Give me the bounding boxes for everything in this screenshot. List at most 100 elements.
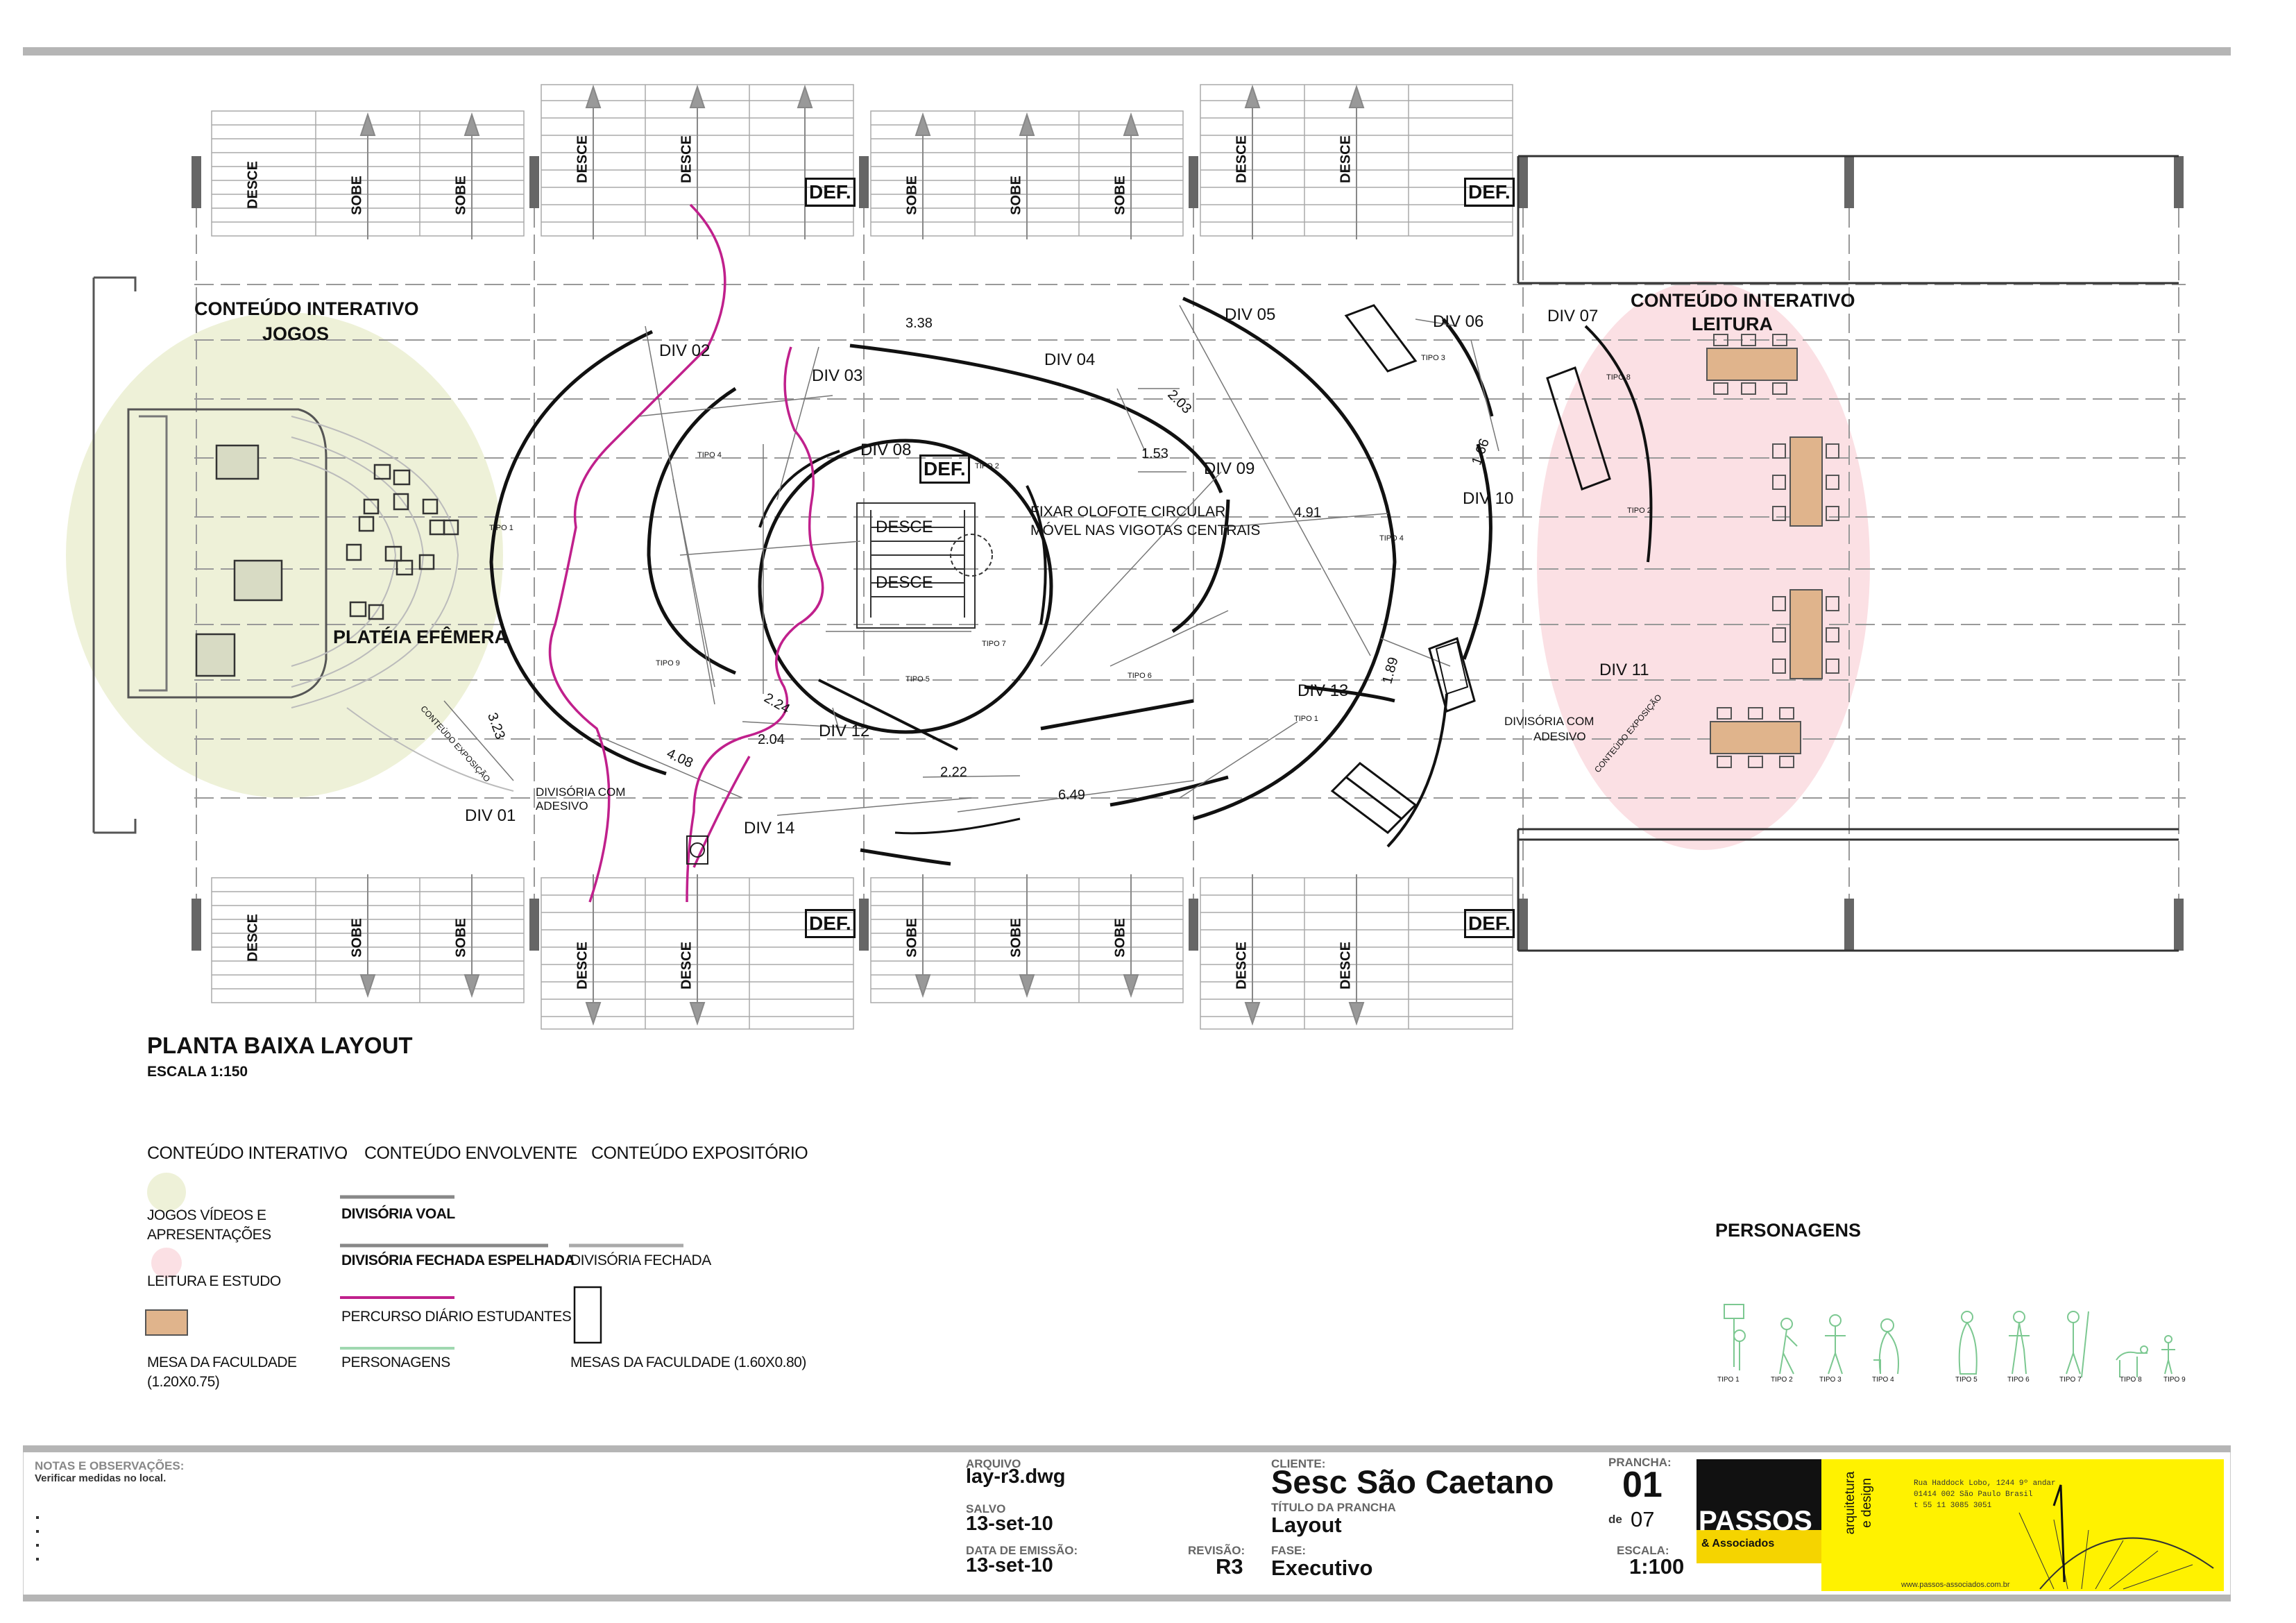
titleblock-frame — [23, 1452, 2231, 1595]
stair-label-desce: DESCE — [245, 914, 261, 962]
revisao-value: R3 — [1216, 1554, 1243, 1579]
arquivo-label: ARQUIVO — [966, 1457, 1021, 1470]
de-label: de — [1608, 1513, 1622, 1526]
div-label: DIV 08 — [860, 441, 912, 459]
legend-mesas-rect — [573, 1286, 602, 1344]
adesivo-note-1: DIVISÓRIA COM — [1504, 715, 1595, 728]
central-stair — [856, 502, 993, 629]
emissao-label: DATA DE EMISSÃO: — [966, 1544, 1078, 1557]
prancha-label: PRANCHA: — [1608, 1456, 1672, 1469]
zone-left-title-1: CONTEÚDO INTERATIVO — [194, 298, 419, 319]
address-line: Rua Haddock Lobo, 1244 9º andar — [1914, 1479, 2056, 1488]
tables-right — [1706, 348, 1823, 754]
logo-side-arquitetura: arquitetura — [1843, 1471, 1857, 1535]
legend-mesa-1: MESA DA FACULDADE — [147, 1354, 297, 1370]
personagens-title: PERSONAGENS — [1715, 1220, 1862, 1241]
chairs-right — [1713, 334, 1839, 768]
zone-right-title-2: LEITURA — [1692, 314, 1773, 334]
right-hall-walls — [1517, 155, 2179, 952]
stair-label-sobe: SOBE — [1112, 918, 1128, 958]
personagem-caption: TIPO 3 — [1819, 1376, 1842, 1384]
top-frame-bar — [23, 47, 2231, 56]
logo-yellow-panel — [1821, 1459, 2224, 1591]
stair-label-desce: DESCE — [679, 135, 695, 183]
legend-header-expositorio: CONTEÚDO EXPOSITÓRIO — [591, 1144, 808, 1163]
legend-separator: . — [342, 1144, 347, 1163]
stair-label-sobe: SOBE — [1008, 918, 1024, 958]
div-label: DIV 03 — [812, 366, 863, 385]
salvo-value: 13-set-10 — [966, 1513, 1053, 1535]
def-box: DEF. — [805, 909, 856, 938]
tipo-label: TIPO 4 — [1379, 534, 1404, 543]
div-label: DIV 05 — [1225, 305, 1276, 324]
div-label: DIV 14 — [744, 819, 795, 838]
escala-value: 1:100 — [1629, 1554, 1685, 1579]
cliente-label: CLIENTE: — [1271, 1457, 1326, 1470]
legend-mesas: MESAS DA FACULDADE (1.60X0.80) — [570, 1354, 806, 1370]
central-stair-desce: DESCE — [876, 518, 933, 536]
fase-label: FASE: — [1271, 1544, 1307, 1557]
legend-pink-dot — [151, 1248, 182, 1278]
personagem-caption: TIPO 2 — [1771, 1376, 1793, 1384]
stair-label-desce: DESCE — [575, 135, 590, 183]
inner-arc-2 — [1026, 485, 1047, 625]
escala-label: ESCALA: — [1617, 1544, 1669, 1557]
central-stair-desce: DESCE — [876, 573, 933, 592]
stair-arrows — [359, 84, 1365, 1026]
legend-jogos-1: JOGOS VÍDEOS E — [147, 1207, 266, 1223]
address-block: Rua Haddock Lobo, 1244 9º andar 01414 00… — [1914, 1478, 2056, 1511]
arquivo-value: lay-r3.dwg — [966, 1465, 1066, 1488]
notes-title: NOTAS E OBSERVAÇÕES: — [35, 1459, 185, 1472]
revisao-label: REVISÃO: — [1188, 1544, 1245, 1557]
legend-header-interativo: CONTEÚDO INTERATIVO — [147, 1144, 348, 1163]
stair-label-sobe: SOBE — [453, 918, 469, 958]
plan-title: PLANTA BAIXA LAYOUT — [147, 1033, 413, 1058]
div-label: DIV 10 — [1463, 489, 1514, 508]
tipo-label: TIPO 7 — [982, 640, 1006, 648]
personagem-caption: TIPO 8 — [2120, 1376, 2142, 1384]
zone-left-title-2: JOGOS — [262, 323, 330, 344]
legend-leitura: LEITURA E ESTUDO — [147, 1273, 281, 1289]
adesivo-note-2: ADESIVO — [1533, 730, 1586, 743]
personagem-caption: TIPO 9 — [2163, 1376, 2186, 1384]
titleblock-top-bar — [23, 1445, 2231, 1452]
stair-label-sobe: SOBE — [1112, 176, 1128, 215]
legend-espelhada: DIVISÓRIA FECHADA ESPELHADA — [341, 1252, 575, 1268]
logo-side-design: e design — [1860, 1478, 1874, 1528]
stair-label-desce: DESCE — [1234, 942, 1250, 989]
de-value: 07 — [1631, 1507, 1655, 1531]
stair-label-desce: DESCE — [245, 161, 261, 209]
div-label: DIV 12 — [819, 722, 870, 740]
dimension: 2.22 — [940, 765, 967, 780]
stair-label-sobe: SOBE — [904, 176, 920, 215]
fixture-note-2: MÓVEL NAS VIGOTAS CENTRAIS — [1030, 522, 1261, 538]
plan-scale: ESCALA 1:150 — [147, 1064, 248, 1080]
zone-stage-label: PLATÉIA EFÊMERA — [333, 627, 509, 647]
plan-figures — [686, 835, 708, 865]
legend-voal: DIVISÓRIA VOAL — [341, 1206, 455, 1222]
titulo-label: TÍTULO DA PRANCHA — [1271, 1501, 1396, 1514]
fixture-note-1: FIXAR OLOFOTE CIRCULAR — [1030, 504, 1226, 520]
dimension: 6.49 — [1058, 788, 1085, 803]
website-link[interactable]: www.passos-associados.com.br — [1901, 1581, 2010, 1589]
stair-label-sobe: SOBE — [453, 176, 469, 215]
personagem-caption: TIPO 5 — [1955, 1376, 1978, 1384]
dimension: 1.53 — [1141, 446, 1168, 461]
tipo-label: TIPO 2 — [975, 462, 999, 470]
div-label: DIV 07 — [1547, 307, 1599, 325]
notes-bullets — [36, 1516, 40, 1561]
stair-label-sobe: SOBE — [349, 176, 365, 215]
student-path — [548, 203, 824, 903]
adesivo-note-2: ADESIVO — [536, 799, 588, 813]
titulo-value: Layout — [1271, 1513, 1342, 1537]
def-box: DEF. — [1464, 909, 1515, 938]
tipo-label: TIPO 6 — [1128, 672, 1152, 680]
inner-arc — [758, 450, 840, 528]
division-rings — [489, 296, 1653, 866]
stair-label-sobe: SOBE — [349, 918, 365, 958]
legend-fechada: DIVISÓRIA FECHADA — [570, 1252, 711, 1268]
div-label: DIV 04 — [1044, 350, 1096, 369]
zone-leitura — [1537, 281, 1870, 850]
legend-green-dot — [147, 1173, 186, 1212]
